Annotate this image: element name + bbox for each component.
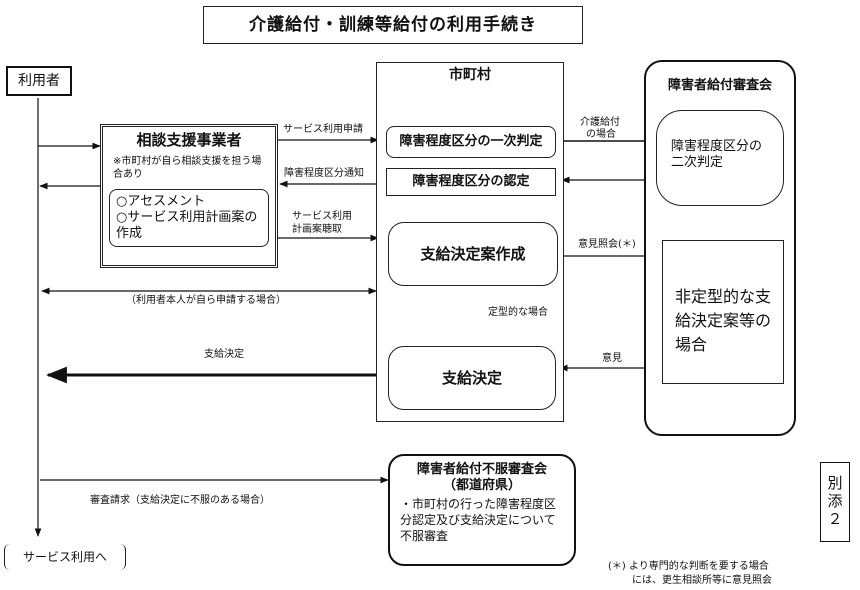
label-plan-hearing-1: サービス利用 — [292, 211, 352, 222]
council-atypical: 非定型的な支給決定案等の場合 — [662, 240, 784, 384]
side-tag: 別添２ — [820, 462, 850, 542]
footnote-line-2: には、更生相談所等に意見照会 — [632, 575, 772, 586]
label-grade-notice: 障害程度区分通知 — [284, 168, 364, 179]
footnote-line-1: (＊) より専門的な判断を要する場合 — [608, 561, 769, 572]
label-plan-hearing-2: 計画案聴取 — [292, 224, 342, 235]
label-typical-case: 定型的な場合 — [488, 307, 548, 318]
city-title: 市町村 — [449, 67, 491, 83]
label-service-apply: サービス利用申請 — [283, 124, 363, 135]
city-step-decision: 支給決定 — [388, 346, 556, 410]
city-step-primary: 障害程度区分の一次判定 — [386, 126, 556, 158]
appeal-title: 障害者給付不服審査会 — [416, 462, 547, 477]
consult-note: ※市町村が自ら相談支援を担う場合あり — [113, 156, 262, 180]
label-opinion: 意見 — [602, 353, 622, 364]
council-secondary: 障害程度区分の二次判定 — [656, 110, 784, 206]
service-use-label: サービス利用へ — [4, 544, 126, 570]
council-title: 障害者給付審査会 — [667, 78, 772, 93]
consult-item-plan: ○サービス利用計画案の作成 — [116, 210, 258, 241]
label-care-case-2: の場合 — [586, 129, 616, 140]
label-opinion-inquiry: 意見照会(＊) — [578, 239, 636, 250]
consult-items: ○アセスメント ○サービス利用計画案の作成 — [109, 189, 269, 247]
appeal-body: ・市町村の行った障害程度区分認定及び支給決定について不服審査 — [400, 497, 557, 543]
label-decision: 支給決定 — [204, 349, 244, 360]
label-care-case-1: 介護給付 — [580, 117, 620, 128]
consult-box: 相談支援事業者 ※市町村が自ら相談支援を担う場合あり ○アセスメント ○サービス… — [100, 124, 278, 268]
consult-item-assessment: ○アセスメント — [116, 194, 206, 209]
page-title: 介護給付・訓練等給付の利用手続き — [203, 6, 583, 44]
user-box: 利用者 — [6, 66, 72, 96]
label-appeal-request: 審査請求（支給決定に不服のある場合） — [90, 495, 270, 506]
side-tag-label: 別添２ — [825, 475, 844, 529]
city-step-certification: 障害程度区分の認定 — [386, 168, 556, 196]
appeal-subtitle: （都道府県） — [442, 478, 521, 493]
consult-title: 相談支援事業者 — [136, 131, 242, 149]
appeal-box: 障害者給付不服審査会 （都道府県） ・市町村の行った障害程度区分認定及び支給決定… — [388, 454, 576, 566]
label-self-apply: （利用者本人が自ら申請する場合） — [126, 295, 286, 306]
city-step-plan-draft: 支給決定案作成 — [388, 222, 558, 286]
